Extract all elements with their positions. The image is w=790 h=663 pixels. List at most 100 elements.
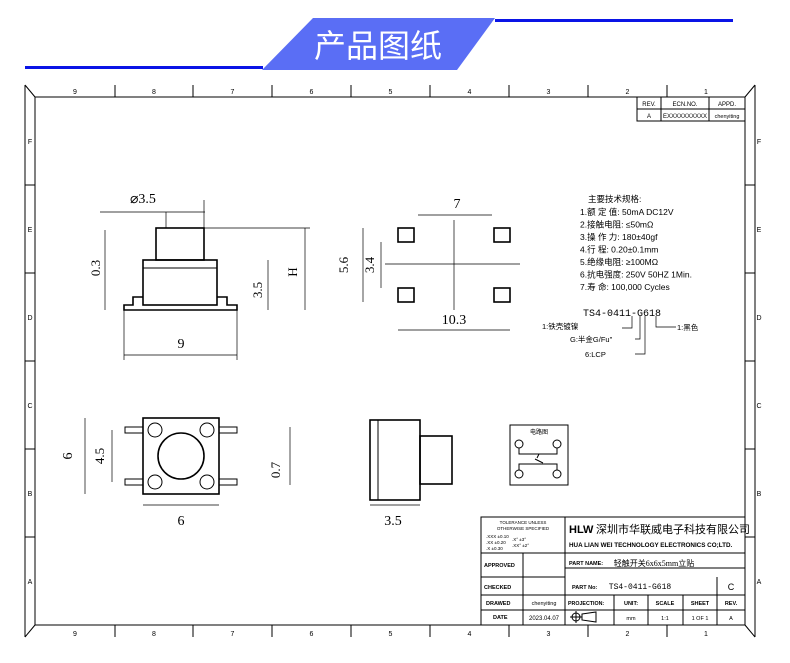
approved-label: APPROVED	[484, 563, 515, 569]
company-logo: HLW	[569, 524, 594, 536]
code-note-contact: G:半金G/Fu"	[570, 334, 613, 344]
zone-row-label: C	[27, 403, 32, 410]
zone-column-label: 6	[310, 631, 314, 638]
dim-4-5: 4.5	[92, 448, 107, 464]
drawing-size: C	[728, 582, 735, 592]
zone-row-label: B	[28, 491, 33, 498]
tolerance-subtitle: OTHERWISE SPECIFIED	[497, 526, 550, 531]
zone-row-label: A	[28, 579, 33, 586]
dim-3-4: 3.4	[362, 256, 377, 273]
spec-item: 4.行 程: 0.20±0.1mm	[580, 245, 658, 255]
ecn-value: EXXXXXXXXXX	[663, 114, 707, 120]
zone-row-label: C	[756, 403, 761, 410]
scale-label: SCALE	[656, 601, 675, 607]
tol-3dec: .XXX ±0.10	[486, 534, 509, 539]
rev-value: A	[647, 114, 651, 120]
tolerance-title: TOLERANCE UNLESS	[500, 520, 547, 525]
zone-column-label: 7	[231, 631, 235, 638]
dim-0-3: 0.3	[88, 260, 103, 276]
checked-label: CHECKED	[484, 585, 511, 591]
rev-value-tb: A	[729, 616, 733, 622]
zone-column-label: 9	[73, 631, 77, 638]
dim-7: 7	[454, 197, 461, 212]
code-note-color: 1:黑色	[677, 322, 699, 332]
company-name-cn: 深圳市华联威电子科技有限公司	[596, 522, 750, 536]
zone-column-label: 1	[704, 89, 708, 96]
code-note-plating: 1:铁壳镀镍	[542, 321, 579, 331]
tol-angle2: .XX° ±2°	[512, 543, 529, 548]
spec-item: 5.绝缘电阻: ≥100MΩ	[580, 257, 658, 267]
circuit-label: 电路图	[530, 428, 548, 436]
drawer-name: chenyiting	[532, 601, 557, 607]
zone-column-label: 5	[389, 631, 393, 638]
zone-row-label: E	[757, 227, 762, 234]
appd-value: chenyiting	[715, 114, 740, 120]
unit-label: UNIT:	[624, 601, 638, 607]
tol-2dec: .XX ±0.20	[486, 540, 506, 545]
zone-column-label: 4	[468, 89, 472, 96]
scale-value: 1:1	[661, 616, 669, 622]
front-view: ⌀3.5 0.3 3.5 H 9	[88, 192, 310, 360]
zone-row-label: B	[757, 491, 762, 498]
part-code: TS4-0411-G618	[583, 309, 661, 320]
zone-column-label: 2	[626, 631, 630, 638]
spec-item: 7.寿 命: 100,000 Cycles	[580, 282, 670, 292]
banner-title: 产品图纸	[314, 28, 442, 64]
tol-angle1: .X° ±3°	[512, 537, 526, 542]
banner-shape	[262, 18, 495, 70]
projection-label: PROJECTION:	[568, 601, 604, 607]
spec-item: 3.操 作 力: 180±40gf	[580, 232, 658, 242]
sheet-label: SHEET	[691, 601, 710, 607]
dim-H: H	[285, 267, 300, 276]
part-no-label: PART No:	[572, 585, 597, 591]
dim-5-6: 5.6	[336, 256, 351, 273]
spec-item: 6.抗电强度: 250V 50HZ 1Min.	[580, 270, 692, 280]
company-name-en: HUA LIAN WEI TECHNOLOGY ELECTRONICS CO;L…	[569, 542, 732, 549]
part-no: TS4-0411-G618	[609, 583, 672, 592]
zone-row-label: F	[757, 139, 761, 146]
dim-3-5: 3.5	[250, 282, 265, 298]
spec-item: 1.额 定 值: 50mA DC12V	[580, 207, 674, 217]
sheet-value: 1 OF 1	[692, 616, 709, 622]
zone-column-label: 4	[468, 631, 472, 638]
zone-row-label: F	[28, 139, 32, 146]
side-view: 3.5	[369, 419, 453, 529]
dim-9: 9	[178, 337, 185, 352]
zone-row-label: D	[27, 315, 32, 322]
zone-column-label: 8	[152, 631, 156, 638]
dim-diameter: ⌀3.5	[130, 192, 156, 207]
tol-1dec: .X ±0.30	[486, 546, 503, 551]
date-label: DATE	[493, 615, 508, 621]
date-value: 2023.04.07	[529, 616, 560, 622]
zone-column-label: 3	[547, 631, 551, 638]
circuit-diagram: 电路图	[509, 424, 569, 486]
code-note-material: 6:LCP	[585, 350, 606, 359]
title-block: TOLERANCE UNLESS OTHERWISE SPECIFIED .XX…	[480, 516, 750, 626]
ecn-header: ECN.NO.	[672, 102, 697, 108]
spec-title: 主要技术规格:	[588, 194, 641, 204]
banner-line-left	[25, 66, 263, 69]
pcb-footprint: 7 5.6 3.4 10.3	[336, 197, 520, 331]
revision-table: REV. ECN.NO. APPD. A EXXXXXXXXXX chenyit…	[636, 96, 746, 122]
zone-column-label: 7	[231, 89, 235, 96]
zone-column-label: 9	[73, 89, 77, 96]
unit-value: mm	[626, 616, 636, 622]
drawed-label: DRAWED	[486, 601, 510, 607]
rev-header: REV.	[642, 102, 656, 108]
zone-row-label: A	[757, 579, 762, 586]
dim-10-3: 10.3	[442, 313, 467, 328]
dim-6-horizontal: 6	[178, 514, 185, 529]
zone-column-label: 2	[626, 89, 630, 96]
zone-column-label: 5	[389, 89, 393, 96]
part-name: 轻触开关6x6x5mm立贴	[614, 558, 694, 568]
zone-row-label: E	[28, 227, 33, 234]
dim-6-vertical: 6	[61, 453, 76, 460]
banner: 产品图纸	[25, 18, 733, 70]
rev-label: REV.	[725, 601, 738, 607]
zone-column-label: 6	[310, 89, 314, 96]
dim-3-5-side: 3.5	[384, 514, 402, 529]
